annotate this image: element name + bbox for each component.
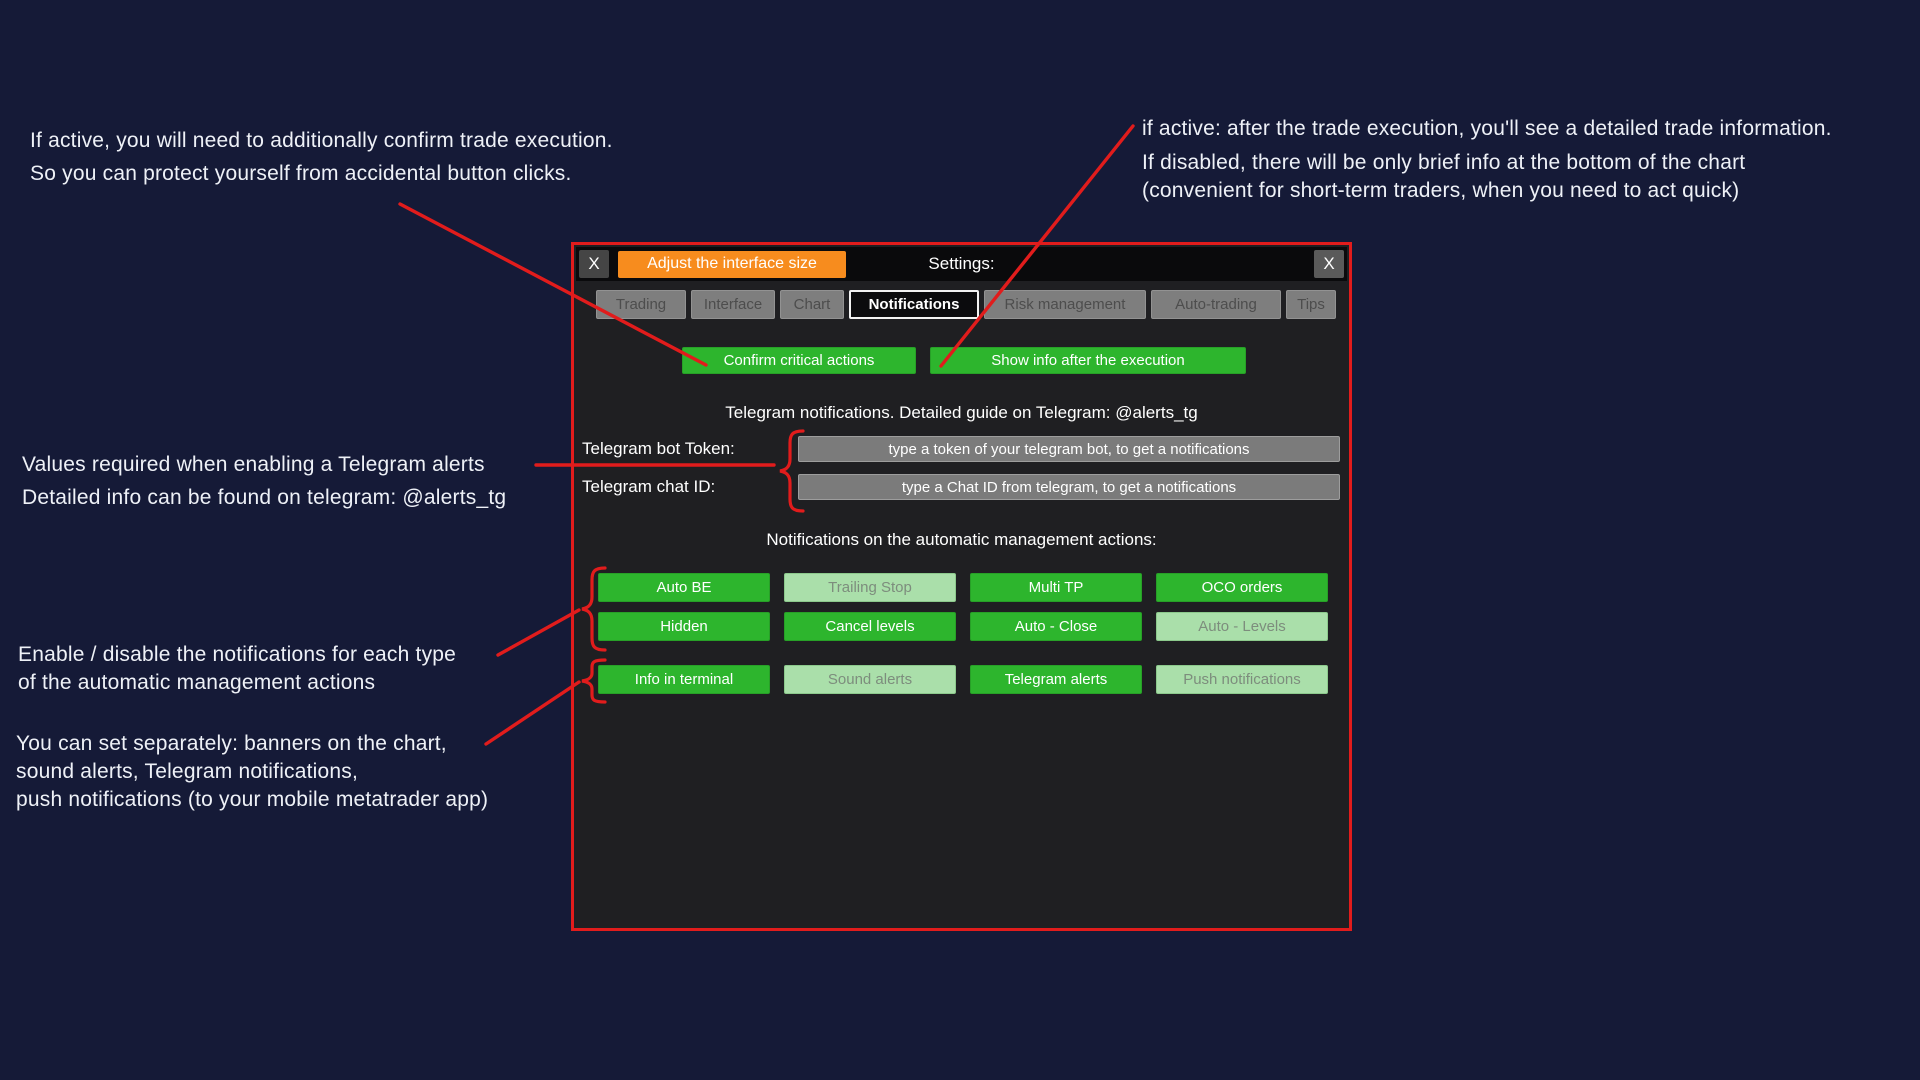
line-to-channels-brace [484, 680, 581, 746]
note-line: if active: after the trade execution, yo… [1142, 117, 1832, 140]
show-info-after-execution-toggle[interactable]: Show info after the execution [930, 347, 1246, 374]
close-right-button[interactable]: X [1314, 250, 1344, 278]
line-to-grid-brace [496, 608, 581, 657]
multi-tp-toggle[interactable]: Multi TP [970, 573, 1142, 602]
note-line: push notifications (to your mobile metat… [16, 788, 489, 811]
settings-tabs: Trading Interface Chart Notifications Ri… [596, 290, 1336, 319]
note-confirm-actions: If active, you will need to additionally… [30, 124, 613, 190]
tab-auto-trading[interactable]: Auto-trading [1151, 290, 1281, 319]
chat-id-input[interactable] [798, 474, 1340, 500]
telegram-alerts-toggle[interactable]: Telegram alerts [970, 665, 1142, 694]
push-notifications-toggle[interactable]: Push notifications [1156, 665, 1328, 694]
cancel-levels-toggle[interactable]: Cancel levels [784, 612, 956, 641]
note-line: of the automatic management actions [18, 671, 376, 694]
note-line: sound alerts, Telegram notifications, [16, 760, 359, 783]
sound-alerts-toggle[interactable]: Sound alerts [784, 665, 956, 694]
management-section-heading: Notifications on the automatic managemen… [766, 530, 1157, 549]
note-line: You can set separately: banners on the c… [16, 732, 447, 755]
note-line: Detailed info can be found on telegram: … [22, 486, 507, 509]
bot-token-input[interactable] [798, 436, 1340, 462]
auto-be-toggle[interactable]: Auto BE [598, 573, 770, 602]
note-line: So you can protect yourself from acciden… [30, 162, 572, 185]
info-in-terminal-toggle[interactable]: Info in terminal [598, 665, 770, 694]
note-telegram-values: Values required when enabling a Telegram… [22, 448, 506, 514]
note-management-toggles: Enable / disable the notifications for e… [18, 641, 456, 697]
note-exec-info: if active: after the trade execution, yo… [1142, 115, 1832, 205]
note-line: If disabled, there will be only brief in… [1142, 151, 1746, 174]
tab-tips[interactable]: Tips [1286, 290, 1336, 319]
dialog-title: Settings: [928, 254, 995, 273]
tab-interface[interactable]: Interface [691, 290, 775, 319]
telegram-section-heading: Telegram notifications. Detailed guide o… [725, 403, 1198, 422]
note-channels: You can set separately: banners on the c… [16, 730, 488, 814]
auto-close-toggle[interactable]: Auto - Close [970, 612, 1142, 641]
bot-token-label: Telegram bot Token: [582, 439, 735, 458]
tab-chart[interactable]: Chart [780, 290, 844, 319]
chat-id-label: Telegram chat ID: [582, 477, 716, 496]
note-line: Enable / disable the notifications for e… [18, 643, 457, 666]
note-line: Values required when enabling a Telegram… [22, 453, 485, 476]
confirm-critical-actions-toggle[interactable]: Confirm critical actions [682, 347, 916, 374]
note-line: (convenient for short-term traders, when… [1142, 179, 1740, 202]
dialog-titlebar: X Adjust the interface size Settings: X [576, 247, 1347, 281]
trailing-stop-toggle[interactable]: Trailing Stop [784, 573, 956, 602]
auto-levels-toggle[interactable]: Auto - Levels [1156, 612, 1328, 641]
hidden-toggle[interactable]: Hidden [598, 612, 770, 641]
tab-risk-management[interactable]: Risk management [984, 290, 1146, 319]
oco-orders-toggle[interactable]: OCO orders [1156, 573, 1328, 602]
tab-notifications[interactable]: Notifications [849, 290, 979, 319]
tab-trading[interactable]: Trading [596, 290, 686, 319]
settings-dialog: X Adjust the interface size Settings: X … [571, 242, 1352, 931]
note-line: If active, you will need to additionally… [30, 129, 613, 152]
